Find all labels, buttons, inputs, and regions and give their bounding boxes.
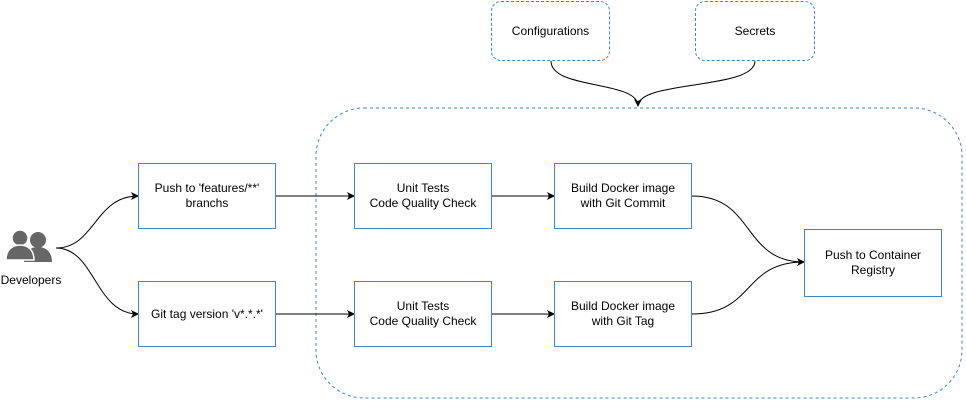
- edge-secrets-pipeline: [637, 60, 756, 107]
- edge-build-tag-push: [691, 261, 805, 315]
- unit-tests-top-label: Unit Tests Code Quality Check: [369, 181, 477, 210]
- developers-label: Developers: [0, 273, 62, 287]
- unit-tests-top-node: Unit Tests Code Quality Check: [354, 163, 492, 229]
- edge-build-commit-push: [691, 195, 805, 266]
- edge-developers-push: [55, 192, 139, 249]
- secrets-label: Secrets: [734, 24, 776, 38]
- build-commit-label: Build Docker image with Git Commit: [570, 181, 676, 210]
- edge-configurations-pipeline: [550, 60, 642, 107]
- unit-tests-bottom-node: Unit Tests Code Quality Check: [354, 281, 492, 347]
- configurations-node: Configurations: [491, 1, 610, 61]
- push-registry-node: Push to Container Registry: [804, 229, 942, 297]
- push-features-node: Push to 'features/**' branchs: [138, 163, 276, 229]
- pipeline-container: [315, 107, 963, 399]
- build-tag-label: Build Docker image with Git Tag: [570, 299, 676, 328]
- build-tag-node: Build Docker image with Git Tag: [554, 281, 692, 347]
- git-tag-label: Git tag version 'v*.*.*': [151, 306, 263, 321]
- push-registry-label: Push to Container Registry: [824, 248, 922, 277]
- push-features-label: Push to 'features/**' branchs: [154, 181, 260, 210]
- git-tag-node: Git tag version 'v*.*.*': [138, 281, 276, 347]
- secrets-node: Secrets: [695, 1, 815, 61]
- build-commit-node: Build Docker image with Git Commit: [554, 163, 692, 229]
- unit-tests-bottom-label: Unit Tests Code Quality Check: [369, 299, 477, 328]
- edge-developers-tag: [55, 247, 139, 318]
- configurations-label: Configurations: [511, 24, 590, 38]
- users-icon: [5, 229, 52, 262]
